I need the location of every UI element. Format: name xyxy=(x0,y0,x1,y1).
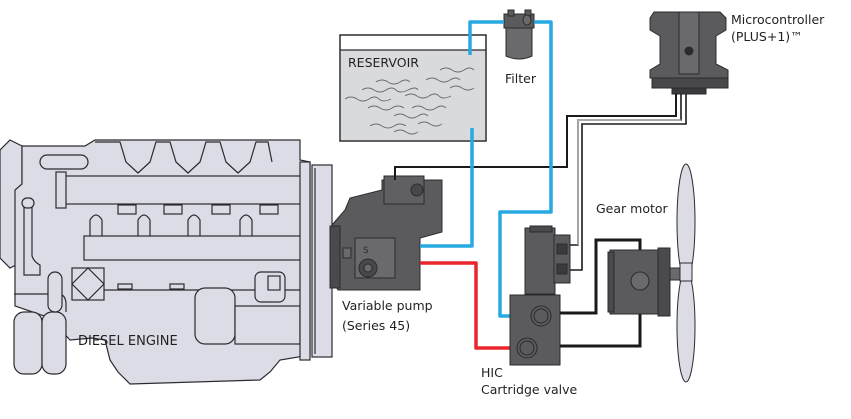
reservoir-label: RESERVOIR xyxy=(348,55,419,70)
hic-valve-label: HIC xyxy=(481,365,503,380)
diesel-engine xyxy=(0,139,333,385)
microcontroller-label: Microcontroller xyxy=(731,12,825,27)
hic-valve-sublabel: Cartridge valve xyxy=(481,382,578,397)
gear-motor xyxy=(607,247,681,317)
reservoir xyxy=(339,34,487,142)
microcontroller-sublabel: (PLUS+1)™ xyxy=(731,29,803,44)
fan xyxy=(676,163,696,383)
supply-line xyxy=(420,20,553,318)
variable-pump-sublabel: (Series 45) xyxy=(342,318,411,333)
filter-label: Filter xyxy=(505,71,536,86)
hic-cartridge-valve xyxy=(509,225,571,366)
microcontroller xyxy=(649,11,729,95)
variable-pump-label: Variable pump xyxy=(342,298,433,313)
svg-text:S: S xyxy=(363,246,369,256)
variable-pump: S xyxy=(329,175,443,291)
water-waves xyxy=(344,67,475,135)
pressure-line xyxy=(420,261,528,350)
filter xyxy=(503,9,535,60)
diesel-engine-label: DIESEL ENGINE xyxy=(78,334,178,349)
gear-motor-label: Gear motor xyxy=(596,201,668,216)
